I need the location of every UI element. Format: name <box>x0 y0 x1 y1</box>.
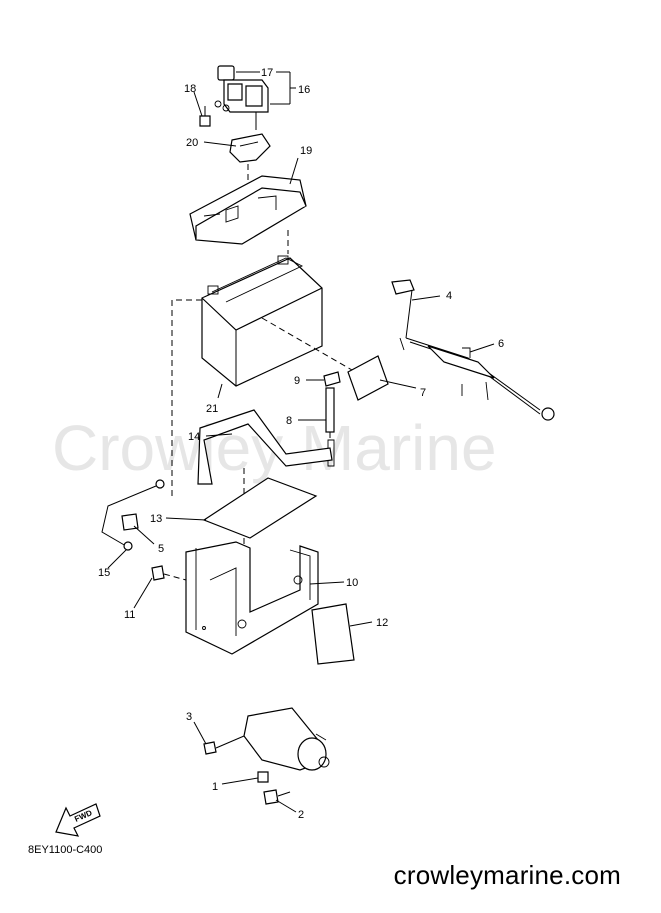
part-4-battery-cable[interactable] <box>391 279 555 421</box>
callout-11: 11 <box>124 609 135 621</box>
site-url: crowleymarine.com <box>393 860 621 890</box>
callout-6: 6 <box>498 338 504 350</box>
part-starter-motor[interactable] <box>243 707 330 771</box>
callout-20: 20 <box>186 137 198 149</box>
callout-4: 4 <box>446 290 452 302</box>
part-1-nut[interactable] <box>257 771 269 783</box>
diagram-code: 8EY1100-C400 <box>28 844 103 856</box>
part-12-pad[interactable] <box>311 603 355 665</box>
fwd-arrow-icon: FWD <box>55 803 101 837</box>
callout-16: 16 <box>298 84 310 96</box>
part-3-bolt[interactable] <box>203 735 245 755</box>
callout-21: 21 <box>206 403 218 415</box>
part-14-battery-strap[interactable] <box>197 409 333 485</box>
part-10-battery-box[interactable] <box>185 541 319 655</box>
callout-18: 18 <box>184 83 196 95</box>
part-2-bolt[interactable] <box>263 789 291 805</box>
callout-13: 13 <box>150 513 162 525</box>
callout-2: 2 <box>298 809 304 821</box>
callout-8: 8 <box>286 415 292 427</box>
callout-9: 9 <box>294 375 300 387</box>
callout-14: 14 <box>188 431 200 443</box>
part-9-clip[interactable] <box>323 371 341 387</box>
callout-19: 19 <box>300 145 312 157</box>
callout-1: 1 <box>212 781 218 793</box>
callout-12: 12 <box>376 617 388 629</box>
callout-10: 10 <box>346 577 358 589</box>
part-13-pad[interactable] <box>202 477 318 539</box>
part-6-cable-sleeve[interactable] <box>427 345 495 401</box>
callout-7: 7 <box>420 387 426 399</box>
part-18-screw[interactable] <box>199 106 211 127</box>
part-7-pad[interactable] <box>347 355 389 401</box>
part-15-battery-lead[interactable] <box>101 479 165 551</box>
callout-17: 17 <box>261 67 273 79</box>
part-19-battery-cover[interactable] <box>189 175 307 245</box>
part-20-bracket[interactable] <box>229 133 271 163</box>
callout-15: 15 <box>98 567 110 579</box>
callout-5: 5 <box>158 543 164 555</box>
part-21-battery[interactable] <box>201 255 323 387</box>
part-11-bolt[interactable] <box>151 565 187 581</box>
callout-3: 3 <box>186 711 192 723</box>
part-16-relay-assembly[interactable] <box>214 65 269 130</box>
